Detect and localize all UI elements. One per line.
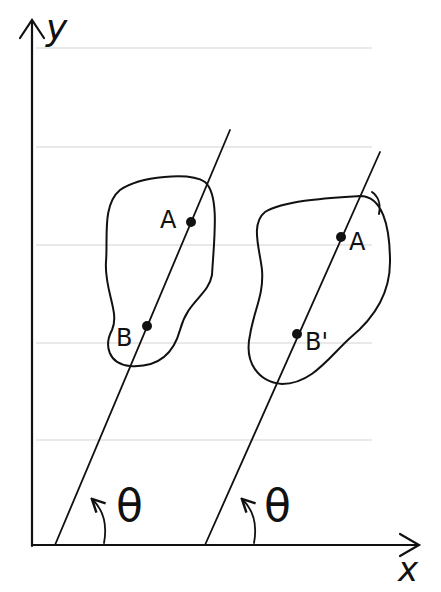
y-arrowhead [20, 20, 44, 38]
angle-arc [243, 500, 255, 543]
x-axis [32, 544, 418, 546]
y-axis [31, 22, 33, 546]
point-dot [336, 232, 346, 242]
point-label: A [160, 208, 176, 232]
rigid-body: A B' [241, 186, 393, 390]
body-outline [241, 186, 393, 390]
body-outline-path [106, 176, 215, 366]
point-dot [142, 321, 152, 331]
point-dot [292, 329, 302, 339]
body-outline-path [249, 192, 390, 384]
angle-label: θ [264, 484, 291, 528]
point-label: B [116, 326, 132, 350]
point-label: A [349, 230, 365, 254]
body-line [205, 152, 380, 545]
axis-label: x [398, 552, 418, 586]
rigid-body: AB [98, 170, 223, 375]
point-label: B' [305, 330, 328, 354]
angle-arc [93, 500, 105, 543]
notebook-lines [36, 48, 372, 440]
angle-label: θ [116, 484, 143, 528]
body-line [55, 130, 230, 545]
point-dot [186, 217, 196, 227]
axis-label: y [46, 10, 67, 46]
